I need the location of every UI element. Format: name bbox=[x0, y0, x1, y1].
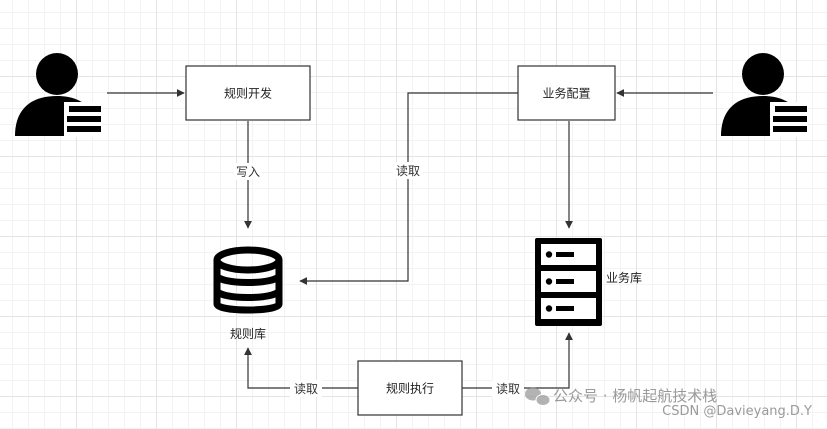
edge-biz-config-to-rule-db bbox=[299, 92, 518, 285]
csdn-watermark: CSDN @Davieyang.D.Y bbox=[662, 404, 812, 419]
server-icon bbox=[535, 238, 602, 326]
biz-db-label: 业务库 bbox=[606, 270, 642, 285]
biz-config-box: 业务配置 bbox=[517, 65, 616, 121]
rule-dev-label: 规则开发 bbox=[224, 86, 272, 101]
edge-rule-exec-to-biz-db bbox=[462, 332, 573, 389]
rule-db-label: 规则库 bbox=[230, 326, 266, 341]
edge-label-read-exec-right: 读取 bbox=[496, 382, 520, 396]
watermark-text: 公众号 · 杨帆起航技术栈 bbox=[553, 387, 717, 405]
biz-config-label: 业务配置 bbox=[542, 86, 590, 101]
rule-exec-box: 规则执行 bbox=[357, 360, 463, 416]
database-icon bbox=[213, 246, 283, 314]
wechat-icon bbox=[525, 387, 551, 406]
rule-dev-box: 规则开发 bbox=[185, 65, 311, 121]
rule-exec-label: 规则执行 bbox=[386, 381, 434, 396]
edge-label-read-exec-left: 读取 bbox=[294, 382, 318, 396]
user-icon-right bbox=[721, 53, 808, 137]
edge-label-write: 写入 bbox=[236, 165, 260, 179]
edge-label-read-config: 读取 bbox=[396, 164, 420, 178]
user-icon-left bbox=[15, 53, 102, 137]
